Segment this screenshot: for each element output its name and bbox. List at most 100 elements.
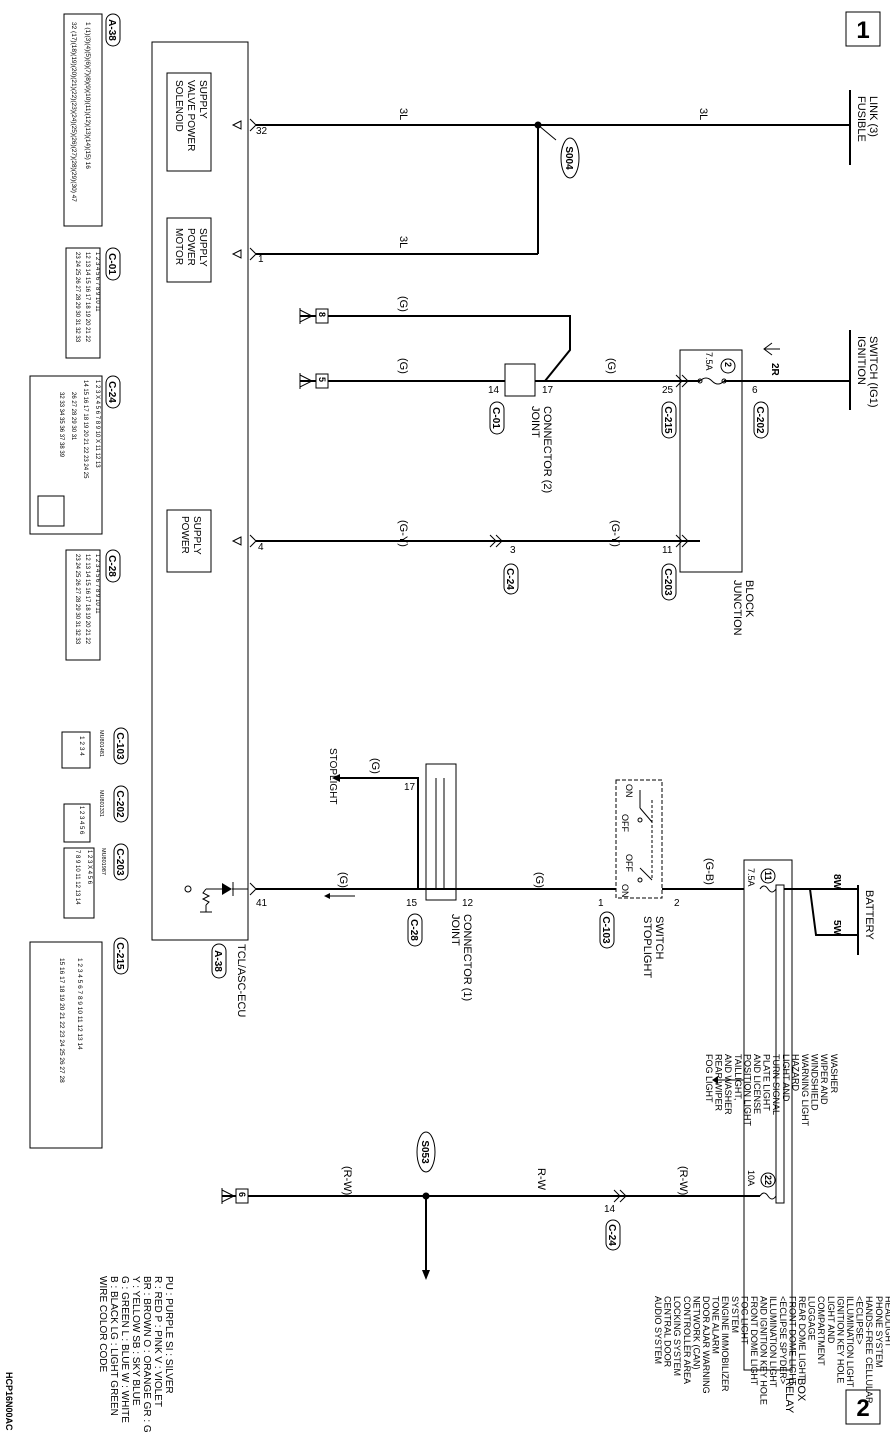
pin-15: 15 <box>406 898 418 909</box>
svg-text:CONNECTOR (2): CONNECTOR (2) <box>541 406 553 493</box>
fuse-2: 2 7.5A <box>697 352 736 385</box>
svg-text:MOTOR: MOTOR <box>173 228 184 265</box>
pin-17b: 17 <box>404 782 416 793</box>
load-list-item: BR : BROWN O : ORANGE GR : GRAY <box>141 1276 152 1433</box>
pin-1: 1 <box>258 254 264 265</box>
feed-marker-2r: 2R <box>763 342 780 377</box>
svg-text:VALVE POWER: VALVE POWER <box>185 80 196 151</box>
load-list-item: TAILLIGHT, <box>733 1054 743 1100</box>
svg-text:OFF: OFF <box>620 814 630 832</box>
connector-c01: C-01 <box>489 401 505 435</box>
svg-text:22: 22 <box>763 1175 773 1185</box>
svg-text:STOPLIGHT: STOPLIGHT <box>641 916 653 978</box>
svg-text:C-01: C-01 <box>106 253 117 275</box>
svg-text:POWER: POWER <box>185 228 196 266</box>
load-list-item: AND IGNITION KEY HOLE <box>759 1296 769 1405</box>
svg-text:SUPPLY: SUPPLY <box>197 80 208 119</box>
load-list-item: REAR WIPER <box>714 1054 724 1112</box>
connector-c215: C-215 <box>661 401 677 439</box>
svg-text:26 27 28 29 30 31: 26 27 28 29 30 31 <box>70 392 76 441</box>
svg-text:S004: S004 <box>563 146 574 170</box>
pin-25: 25 <box>662 385 674 396</box>
load-list-item: WINDSHIELD <box>810 1054 820 1111</box>
fuse-11: 11 7.5A <box>746 868 777 893</box>
svg-text:5: 5 <box>317 377 327 382</box>
svg-text:C-215: C-215 <box>114 942 125 970</box>
power-supply-label: POWER SUPPLY <box>179 516 202 555</box>
connector-view-c01: C-01 1 2 3 4 5 6 7 8 9 10 11 12 13 14 15… <box>65 247 121 359</box>
connector-view-c202: C-202 MU801331 1 2 3 4 5 6 <box>63 785 129 843</box>
ecu-label: TCL/ASC-ECU <box>235 944 247 1017</box>
svg-text:HCP16N00AC: HCP16N00AC <box>4 1372 14 1431</box>
svg-text:14 15 16 17 18 19 20 21 22 23: 14 15 16 17 18 19 20 21 22 23 24 25 <box>82 380 88 479</box>
ecu-box <box>151 41 249 941</box>
svg-text:(R-W): (R-W) <box>341 1166 353 1195</box>
connector-view-c103: C-103 MU801481 1 2 3 4 <box>61 727 129 769</box>
svg-text:1 2 3 4 5 6 7 8 9 10 11: 1 2 3 4 5 6 7 8 9 10 11 <box>94 554 100 614</box>
load-list-item: AND LICENSE <box>752 1054 762 1114</box>
load-list-item: LOCKING SYSTEM <box>672 1296 682 1376</box>
svg-text:6: 6 <box>237 1192 247 1197</box>
load-list-item: G : GREEN L : BLUE W : WHITE <box>119 1276 130 1423</box>
svg-text:C-202: C-202 <box>754 406 765 434</box>
relay-box-busbar <box>775 884 785 1204</box>
load-list-item: FRONT DOME LIGHT, <box>787 1296 797 1387</box>
load-list-item: ILLUMINATION LIGHT <box>845 1296 855 1388</box>
svg-text:JOINT: JOINT <box>529 406 541 438</box>
ground-icon: 5 <box>299 373 329 389</box>
svg-text:(R-W): (R-W) <box>677 1166 689 1195</box>
pin-4: 4 <box>258 542 264 553</box>
svg-text:1 2 3 X 4 5 6 7 8 9 10 X 11 12: 1 2 3 X 4 5 6 7 8 9 10 X 11 12 13 <box>94 380 100 468</box>
pin-3: 3 <box>510 545 516 556</box>
stoplight-switch-label: STOPLIGHT SWITCH <box>641 916 665 978</box>
svg-text:1 2 3 X 4 5 6: 1 2 3 X 4 5 6 <box>86 850 92 885</box>
pin-14: 14 <box>488 385 500 396</box>
connector-view-c215: C-215 1 2 3 4 5 6 7 8 9 10 11 12 13 14 1… <box>29 937 129 1149</box>
svg-text:3L: 3L <box>697 108 709 120</box>
svg-text:1 2 3 4 5 6 7 8 9 10 11 12 13: 1 2 3 4 5 6 7 8 9 10 11 12 13 14 <box>76 958 83 1050</box>
svg-text:S053: S053 <box>419 1140 430 1164</box>
load-list-item: LIGHT AND <box>781 1054 791 1102</box>
svg-text:SWITCH: SWITCH <box>653 916 665 959</box>
fusible-link-label: FUSIBLE LINK (3) <box>855 96 879 142</box>
stoplight-switch-box <box>615 779 663 899</box>
load-list-item: PLATE LIGHT <box>762 1054 772 1111</box>
load-list-item: TURN-SIGNAL <box>771 1054 781 1115</box>
stoplight-label: STOPLIGHT <box>327 748 338 805</box>
joint-connector-1-label: JOINT CONNECTOR (1) <box>449 914 473 1001</box>
svg-text:8W: 8W <box>831 874 842 890</box>
svg-text:SWITCH (IG1): SWITCH (IG1) <box>867 336 879 408</box>
load-list-item: DOOR AJAR WARNING <box>701 1296 711 1394</box>
svg-text:C-203: C-203 <box>114 848 125 876</box>
load-list-item: R : RED P : PINK V : VIOLET <box>152 1276 163 1407</box>
load-list-item: LUGGAGE <box>807 1296 817 1341</box>
svg-text:1 2 3 4: 1 2 3 4 <box>78 736 85 756</box>
junction-block-box <box>679 349 743 573</box>
svg-text:C-103: C-103 <box>600 916 611 944</box>
motor-supply-label: MOTOR POWER SUPPLY <box>173 228 208 267</box>
svg-text:C-24: C-24 <box>106 381 117 403</box>
svg-text:SOLENOID: SOLENOID <box>173 80 184 132</box>
svg-text:SUPPLY: SUPPLY <box>191 516 202 555</box>
load-list-item: NETWORK (CAN) <box>691 1296 701 1370</box>
svg-text:IGNITION: IGNITION <box>855 336 867 385</box>
ignition-switch-label: IGNITION SWITCH (IG1) <box>855 336 879 408</box>
load-list-item: REAR DOME LIGHT, <box>797 1296 807 1381</box>
pin-2: 2 <box>674 898 680 909</box>
svg-text:MU801331: MU801331 <box>98 790 104 817</box>
load-list-item: COMPARTMENT <box>816 1296 826 1366</box>
wire-g-stoplight <box>340 777 419 889</box>
power-supply-box <box>166 509 212 573</box>
svg-text:TCL/ASC-ECU: TCL/ASC-ECU <box>235 944 247 1017</box>
svg-text:(G-Y): (G-Y) <box>397 520 409 547</box>
svg-text:C-203: C-203 <box>662 568 673 596</box>
svg-text:MU801481: MU801481 <box>98 730 104 757</box>
load-list-item: PU : PURPLE SI : SILVER <box>163 1276 174 1394</box>
svg-text:SUPPLY: SUPPLY <box>197 228 208 267</box>
load-list-item: WARNING LIGHT <box>800 1054 810 1127</box>
svg-text:A-38: A-38 <box>212 950 223 972</box>
svg-text:7.5A: 7.5A <box>704 352 714 371</box>
connector-view-c203: C-203 MU801987 1 2 3 X 4 5 6 7 8 9 10 11… <box>63 843 129 919</box>
